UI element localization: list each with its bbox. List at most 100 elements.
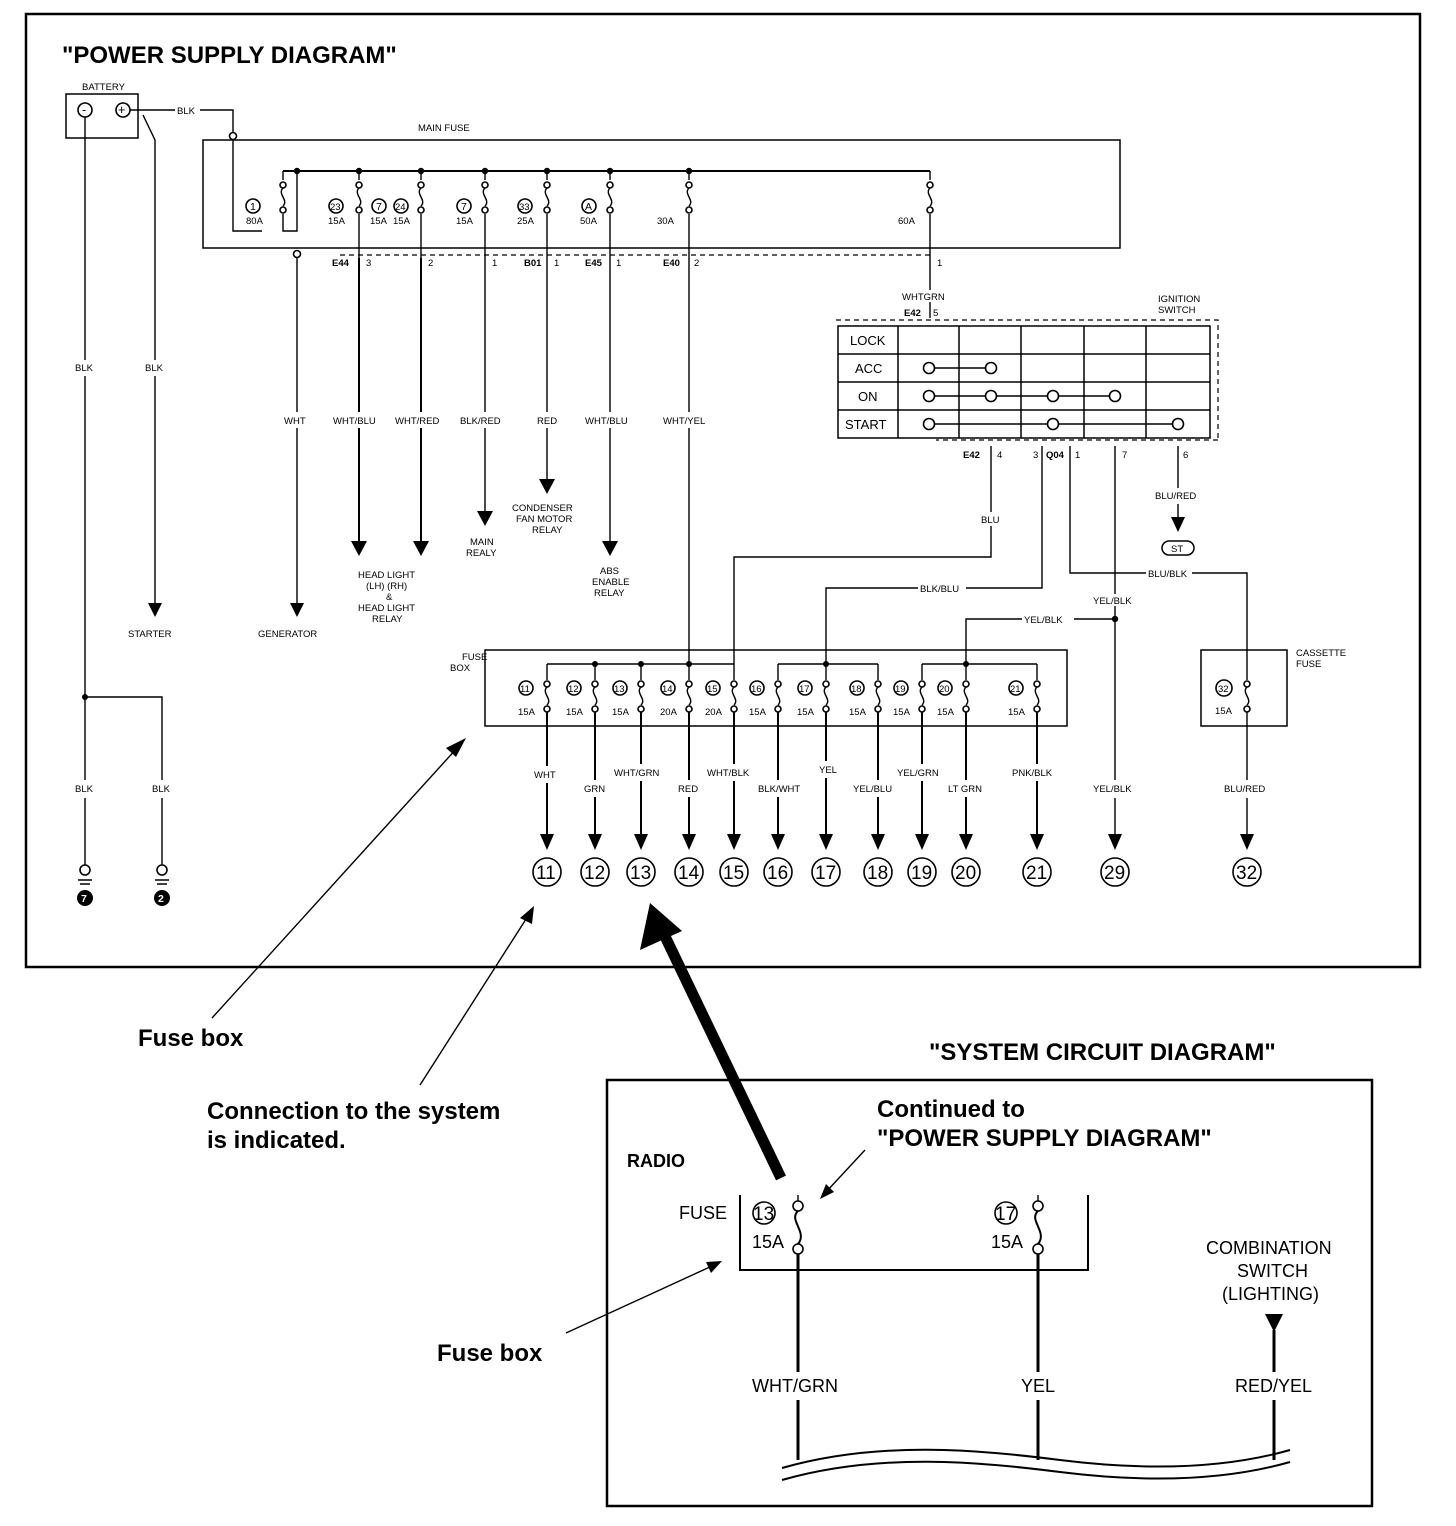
ign-label-1: IGNITION (1158, 294, 1200, 305)
conn-e40: E40 (663, 258, 680, 269)
fuse-element (482, 187, 488, 207)
fuse-number-ring (937, 680, 953, 696)
generator-wire-label: WHT (284, 416, 306, 427)
ign-blu-label: BLU (981, 515, 1000, 526)
system-fuse-17-num: 17 (995, 1204, 1016, 1225)
fuse-element (280, 187, 286, 207)
output-14: 14 (674, 834, 704, 887)
fuse-terminal (730, 680, 738, 688)
output-number: 20 (955, 863, 976, 884)
fuse-box-fuse-num: 11 (520, 684, 530, 695)
fuse-element (638, 686, 644, 706)
system-fuse-17-amp: 15A (991, 1232, 1023, 1252)
output-number: 19 (911, 863, 932, 884)
ign-contact (1046, 389, 1060, 403)
ign-contact (1108, 389, 1122, 403)
ign-contact (922, 361, 936, 375)
output-number: 11 (536, 863, 556, 884)
fuse-terminal (606, 181, 614, 189)
ign-contact (984, 361, 998, 375)
fuse-terminal (1033, 680, 1041, 688)
batt-pos-wire-label: BLK (145, 363, 164, 374)
main-fuse-60a: 60A (898, 171, 934, 258)
fuse-element (1034, 1210, 1042, 1245)
ign-pin-1: 1 (1075, 450, 1080, 461)
st-terminal-box (1161, 540, 1195, 556)
combination-line-3: (LIGHTING) (1222, 1284, 1319, 1304)
battery-wire (130, 109, 234, 133)
output-16: 16 (763, 834, 793, 887)
main-fuse-33-amp: 25A (517, 216, 535, 227)
fuse-terminal (874, 680, 882, 688)
fuse-output-wire-label: YEL/BLU (853, 784, 892, 795)
output-11: 11 (532, 834, 562, 887)
fuse-number-ring (705, 680, 721, 696)
ign-start: START (845, 417, 886, 432)
output-ring (763, 857, 793, 887)
fuse-terminal (822, 680, 830, 688)
main-fuse-24: 24 15A (393, 171, 425, 258)
fuse-box-label-2: BOX (450, 663, 471, 674)
annotation-arrow-3-head (820, 1184, 834, 1199)
ign-pin-7: 7 (1122, 450, 1127, 461)
ground-right-wire: BLK (152, 784, 171, 795)
ign-pin-6: 6 (1183, 450, 1188, 461)
cassette-label-1: CASSETTE (1296, 648, 1346, 659)
main-fuse-label: MAIN FUSE (418, 123, 470, 134)
fuse-terminal (792, 1200, 804, 1212)
fuse-terminal (279, 181, 287, 189)
battery-neg-sign: - (82, 103, 86, 117)
main-fuse-7a: 7 15A (370, 198, 388, 227)
condenser-wire-label: RED (537, 416, 557, 427)
ign-pin-4: 4 (997, 450, 1002, 461)
fuse-output-wire-label: WHT/BLK (707, 768, 750, 779)
conn-b01-pin: 1 (554, 258, 559, 269)
abs-line-1: ABS (600, 566, 619, 577)
fuse-element (963, 686, 969, 706)
system-wire-redyel-label: RED/YEL (1235, 1376, 1312, 1396)
condenser-line-2: FAN MOTOR (516, 514, 572, 525)
ign-label-2: SWITCH (1158, 305, 1196, 316)
combination-line-1: COMBINATION (1206, 1238, 1332, 1258)
fuse-number-ring (566, 680, 582, 696)
fuse-number-ring (797, 680, 813, 696)
fuse-terminal (730, 705, 738, 713)
fuse-element (794, 1210, 802, 1245)
fuse-number-ring (849, 680, 865, 696)
fuse-output-wire-label: YEL/GRN (897, 768, 939, 779)
fuse-output-wire-label: GRN (584, 784, 605, 795)
battery-pos-sign: + (118, 103, 125, 117)
power-supply-frame (24, 12, 1422, 969)
output-number: 17 (815, 863, 836, 884)
output-number: 16 (767, 863, 788, 884)
ign-lock: LOCK (850, 333, 886, 348)
condenser-line-1: CONDENSER (512, 503, 573, 514)
fuse-box-fuse-amp: 15A (566, 707, 584, 718)
fuse-terminal (685, 206, 693, 214)
fuse-terminal (774, 705, 782, 713)
ign-conn-top: E42 (904, 308, 921, 319)
fuse-terminal (481, 181, 489, 189)
output-arrow (1108, 834, 1122, 850)
conn-b01: B01 (524, 258, 542, 269)
fuse-terminal (1243, 705, 1251, 713)
fuse-terminal (637, 680, 645, 688)
fuse-terminal (962, 705, 970, 713)
conn-e44: E44 (332, 258, 350, 269)
annotation-arrow-1-line (211, 746, 459, 1019)
conn-e44-pin: 3 (366, 258, 371, 269)
main-relay-wire-label: BLK/RED (460, 416, 501, 427)
headlight-wire-2-label: WHT/RED (395, 416, 439, 427)
fusebox-feed-label: WHT/YEL (663, 416, 705, 427)
output-arrow (682, 834, 696, 850)
output-ring (811, 857, 841, 887)
fuse-box-fuse-amp: 15A (612, 707, 630, 718)
fuse-box-fuse-num: 21 (1010, 684, 1021, 695)
ign-conn-bottom: E42 (963, 450, 980, 461)
abs-line-3: RELAY (594, 588, 625, 599)
